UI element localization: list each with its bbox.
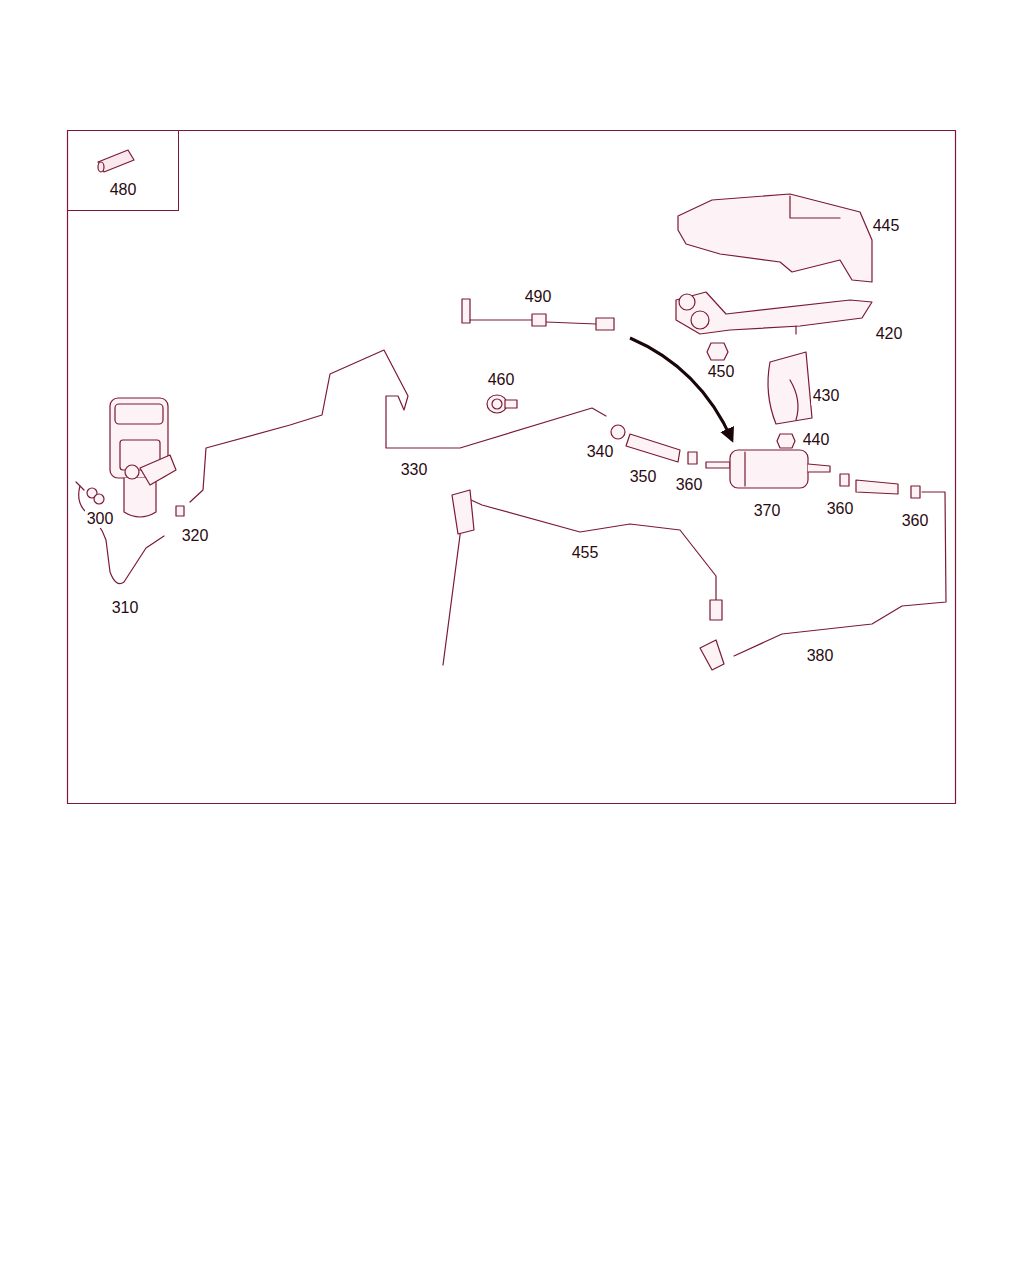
callout-number: 450 [706, 363, 737, 381]
ring [611, 425, 625, 439]
clip [911, 486, 920, 498]
callout-number: 340 [585, 443, 616, 461]
heater-unit [110, 398, 176, 517]
callout-number: 360 [900, 512, 931, 530]
hose [626, 434, 680, 462]
pointer-arrow [630, 338, 732, 440]
callout-number: 490 [523, 288, 554, 306]
nut [777, 434, 795, 448]
fuel-pump [706, 450, 830, 488]
clip [840, 474, 849, 486]
callout-number: 370 [752, 502, 783, 520]
pick-up-tube [443, 520, 462, 665]
inset-box: 480 [67, 130, 179, 211]
callout-number: 430 [811, 387, 842, 405]
clip [688, 452, 697, 464]
callout-number: 300 [85, 510, 116, 528]
fuel-line [460, 495, 716, 600]
sleeve-icon [98, 150, 134, 172]
callout-number: 310 [110, 599, 141, 617]
callout-number: 360 [674, 476, 705, 494]
callout-number: 460 [486, 371, 517, 389]
bracket-detail [790, 196, 840, 218]
fuel-line [190, 350, 606, 502]
fuel-pipe [79, 486, 164, 584]
callout-number: 320 [180, 527, 211, 545]
callout-number: 380 [805, 647, 836, 665]
connector [452, 490, 474, 534]
frame [68, 131, 956, 804]
fitting [87, 488, 104, 504]
bracket [678, 194, 872, 282]
callout-number: 330 [399, 461, 430, 479]
nut [707, 343, 728, 360]
callout-number: 420 [874, 325, 905, 343]
clamp [487, 395, 517, 413]
fuel-line [734, 492, 946, 656]
callout-number: 455 [570, 544, 601, 562]
connector [700, 640, 724, 670]
rubber-mount [768, 352, 812, 424]
connector [710, 600, 722, 620]
bracket [676, 292, 872, 334]
callout-number: 480 [68, 181, 178, 199]
callout-number: 440 [801, 431, 832, 449]
mount-detail [790, 380, 798, 420]
callout-number: 360 [825, 500, 856, 518]
pipe-end [76, 482, 84, 490]
callout-number: 350 [628, 468, 659, 486]
clip [176, 506, 184, 516]
callout-number: 445 [871, 217, 902, 235]
hose [856, 480, 898, 494]
